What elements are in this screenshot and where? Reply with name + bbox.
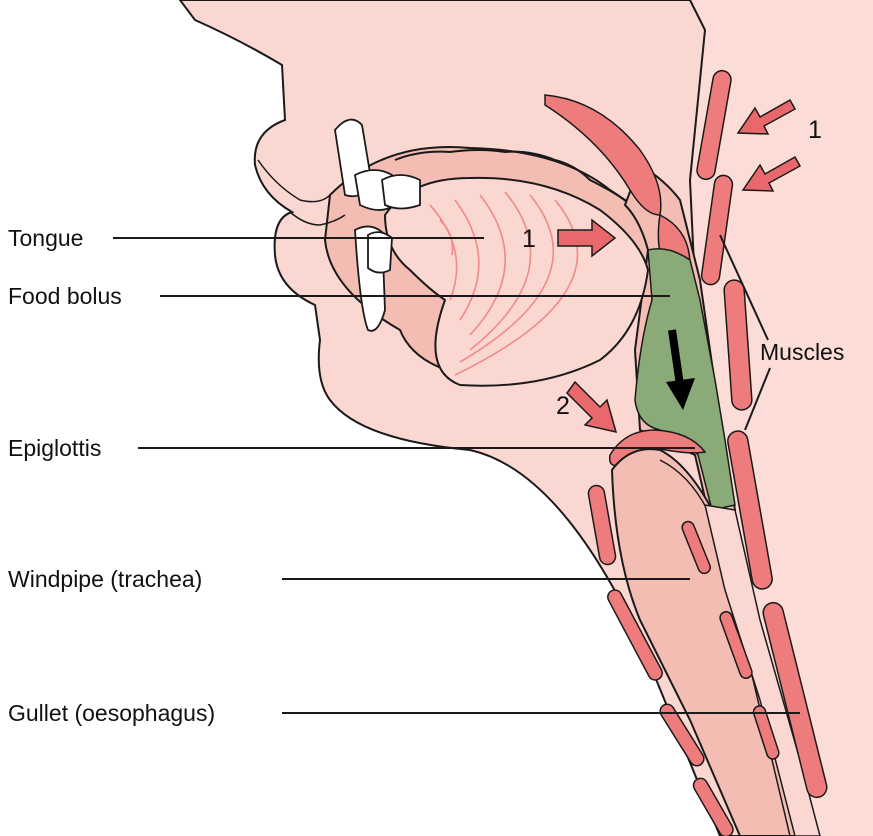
label-muscles: Muscles [760, 339, 844, 365]
marker-two: 2 [556, 392, 570, 420]
label-food-bolus: Food bolus [8, 283, 122, 309]
marker-one-mouth: 1 [522, 225, 536, 253]
marker-one-neck: 1 [808, 116, 822, 144]
label-gullet: Gullet (oesophagus) [8, 700, 215, 726]
label-epiglottis: Epiglottis [8, 435, 101, 461]
label-windpipe: Windpipe (trachea) [8, 566, 202, 592]
label-tongue: Tongue [8, 225, 83, 251]
